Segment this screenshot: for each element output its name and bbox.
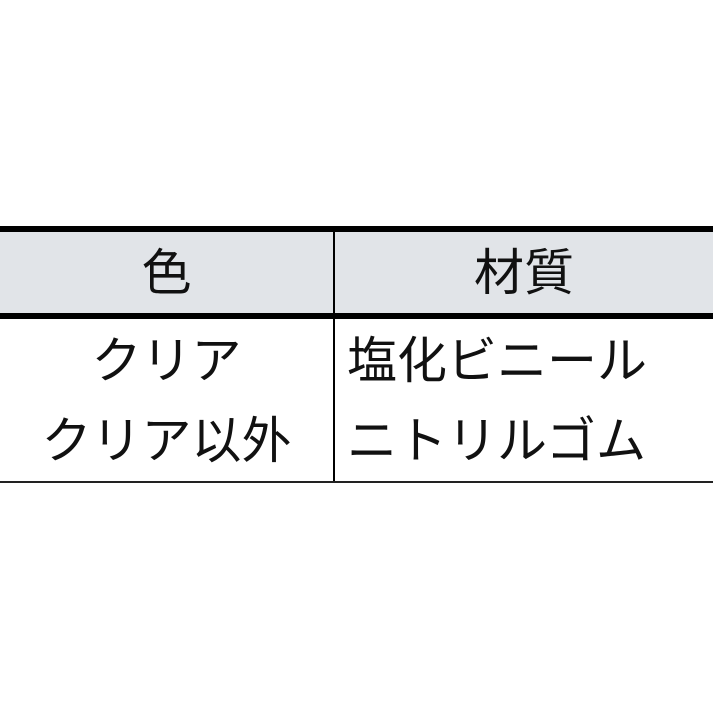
spec-table: 色 材質 クリア クリア以外 塩化ビニール ニトリルゴム [0,226,713,483]
cell-material: 塩化ビニール ニトリルゴム [334,316,713,483]
header-color: 色 [0,226,335,319]
header-material: 材質 [334,226,713,319]
table-body: クリア クリア以外 塩化ビニール ニトリルゴム [0,316,713,483]
color-value-other: クリア以外 [41,412,292,470]
table-row: クリア クリア以外 塩化ビニール ニトリルゴム [0,316,713,483]
material-value-pvc: 塩化ビニール [347,332,647,390]
table-header: 色 材質 [0,226,713,319]
header-row: 色 材質 [0,226,713,319]
color-value-clear: クリア [91,332,242,390]
material-value-nitrile: ニトリルゴム [347,412,646,470]
cell-color: クリア クリア以外 [0,316,335,483]
